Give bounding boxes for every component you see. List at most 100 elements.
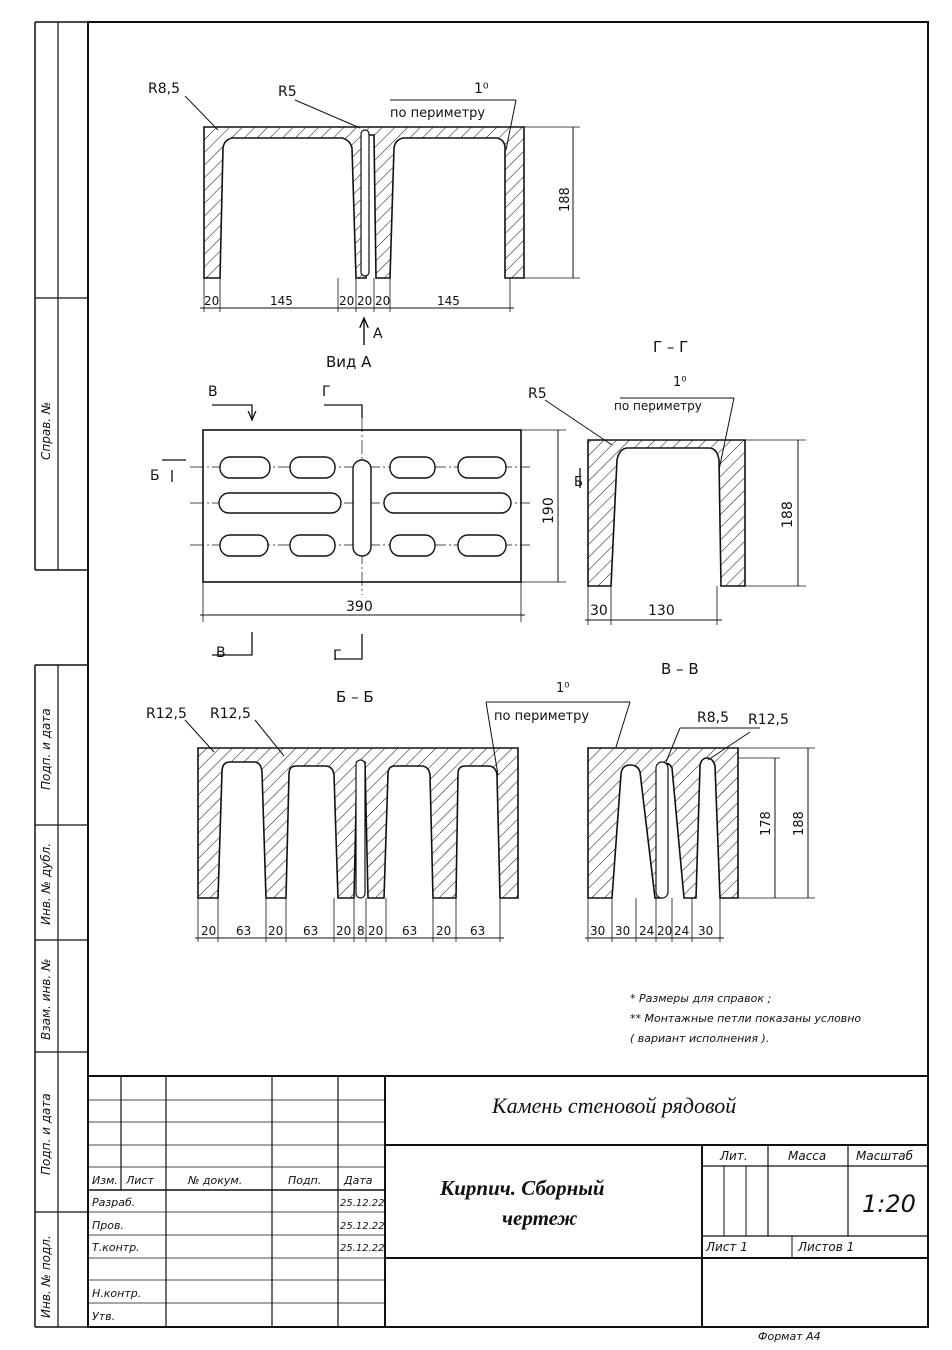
note-2: ** Монтажные петли показаны условно bbox=[630, 1012, 861, 1025]
scale-value: 1:20 bbox=[862, 1190, 916, 1218]
side-label-podp-1: Подп. и дата bbox=[39, 708, 53, 790]
gg-dim-30: 30 bbox=[590, 603, 608, 619]
front-dim-20c: 20 bbox=[357, 294, 372, 308]
col-header-list: Лист bbox=[125, 1174, 154, 1187]
row-date-tkontr: 25.12.22 bbox=[340, 1243, 385, 1254]
row-role-razrab: Разраб. bbox=[92, 1196, 135, 1209]
row-role-nkontr: Н.контр. bbox=[92, 1287, 141, 1300]
vv-height-dim: 188 bbox=[792, 811, 807, 836]
vv-dim-3: 24 bbox=[639, 924, 654, 938]
front-dim-145a: 145 bbox=[270, 294, 293, 308]
bb-dim-2: 63 bbox=[236, 924, 251, 938]
sheets-label: Листов 1 bbox=[797, 1240, 854, 1254]
notes: * Размеры для справок ; ** Монтажные пет… bbox=[630, 992, 861, 1045]
front-dim-20b: 20 bbox=[339, 294, 354, 308]
title-line-2: чертеж bbox=[502, 1206, 577, 1230]
format-label: Формат А4 bbox=[758, 1330, 821, 1343]
front-height-dim: 188 bbox=[558, 187, 573, 212]
plan-section-v-bottom: В bbox=[216, 645, 226, 661]
front-slope-perimeter: по периметру bbox=[390, 106, 485, 121]
sheet-frame bbox=[34, 21, 929, 1328]
doc-name: Камень стеновой рядовой bbox=[491, 1093, 736, 1118]
col-header-date: Дата bbox=[343, 1174, 373, 1187]
mass-label: Масса bbox=[788, 1149, 826, 1163]
col-header-docnum: № докум. bbox=[187, 1174, 242, 1187]
bb-dim-8: 63 bbox=[402, 924, 417, 938]
section-bb bbox=[184, 701, 631, 942]
row-role-prov: Пров. bbox=[92, 1219, 124, 1232]
vv-dim-6: 30 bbox=[698, 924, 713, 938]
title-line-1: Кирпич. Сборный bbox=[439, 1176, 605, 1200]
section-gg-title: Г – Г bbox=[653, 338, 688, 356]
front-dim-20d: 20 bbox=[375, 294, 390, 308]
vv-dim-4: 20 bbox=[657, 924, 672, 938]
bb-dim-7: 20 bbox=[368, 924, 383, 938]
bb-dim-10: 63 bbox=[470, 924, 485, 938]
side-label-inv-podl: Инв. № подл. bbox=[39, 1235, 53, 1318]
front-dim-145b: 145 bbox=[437, 294, 460, 308]
bb-slope-perimeter: по периметру bbox=[494, 709, 589, 724]
bb-dim-6: 8 bbox=[357, 924, 365, 938]
note-1: * Размеры для справок ; bbox=[630, 992, 771, 1005]
title-block bbox=[88, 1075, 928, 1327]
front-section bbox=[184, 95, 580, 345]
front-dim-20a: 20 bbox=[204, 294, 219, 308]
front-section-labels: R8,5 R5 1⁰ по периметру 188 20 145 20 20… bbox=[148, 81, 573, 342]
bb-radius-r125-right: R12,5 bbox=[210, 706, 251, 722]
gg-slope-perimeter: по периметру bbox=[614, 399, 702, 413]
section-vv bbox=[585, 727, 815, 942]
row-role-tkontr: Т.контр. bbox=[92, 1241, 140, 1254]
gg-dim-130: 130 bbox=[648, 603, 675, 619]
gg-section-b: Б bbox=[574, 475, 583, 490]
side-label-podp-2: Подп. и дата bbox=[39, 1093, 53, 1175]
vv-radius-r85: R8,5 bbox=[697, 710, 729, 726]
section-bb-labels: Б – Б R12,5 R12,5 1⁰ по периметру 20 63 … bbox=[146, 681, 589, 938]
scale-label: Масштаб bbox=[856, 1149, 914, 1163]
plan-view bbox=[162, 404, 566, 660]
plan-section-g-top: Г bbox=[322, 384, 331, 400]
col-header-podp: Подп. bbox=[288, 1174, 321, 1187]
bb-dim-1: 20 bbox=[201, 924, 216, 938]
vv-radius-r125: R12,5 bbox=[748, 712, 789, 728]
row-role-utv: Утв. bbox=[92, 1310, 115, 1323]
vv-dim-2: 30 bbox=[615, 924, 630, 938]
section-bb-title: Б – Б bbox=[336, 688, 374, 706]
gg-slope-degree: 1⁰ bbox=[673, 375, 686, 390]
front-slope-degree: 1⁰ bbox=[474, 81, 489, 97]
plan-title: Вид А bbox=[326, 353, 372, 371]
side-label-vzam: Взам. инв. № bbox=[39, 959, 53, 1040]
bb-radius-r125-left: R12,5 bbox=[146, 706, 187, 722]
section-gg bbox=[544, 397, 806, 625]
gg-radius-r5: R5 bbox=[528, 386, 547, 402]
side-label-sprav: Справ. № bbox=[39, 402, 53, 460]
view-arrow-label: А bbox=[373, 326, 383, 342]
plan-view-labels: Вид А В Г Б В Г 390 190 bbox=[150, 353, 557, 664]
frame-side-labels: Справ. № Подп. и дата Инв. № дубл. Взам.… bbox=[39, 402, 53, 1318]
bb-dim-3: 20 bbox=[268, 924, 283, 938]
bb-dim-5: 20 bbox=[336, 924, 351, 938]
row-date-prov: 25.12.22 bbox=[340, 1221, 385, 1232]
vv-dim-1: 30 bbox=[590, 924, 605, 938]
plan-section-v-top: В bbox=[208, 384, 218, 400]
plan-section-b: Б bbox=[150, 468, 160, 484]
bb-dim-4: 63 bbox=[303, 924, 318, 938]
plan-section-g-bottom: Г bbox=[333, 648, 342, 664]
section-vv-labels: В – В R8,5 R12,5 178 188 30 30 24 20 24 … bbox=[590, 660, 807, 938]
note-3: ( вариант исполнения ). bbox=[630, 1032, 769, 1045]
bb-slope-degree: 1⁰ bbox=[556, 681, 569, 696]
col-header-izm: Изм. bbox=[92, 1174, 118, 1187]
front-radius-r5: R5 bbox=[278, 84, 297, 100]
lit-label: Лит. bbox=[719, 1149, 748, 1163]
front-radius-r85: R8,5 bbox=[148, 81, 180, 97]
side-label-inv-dubl: Инв. № дубл. bbox=[39, 843, 53, 925]
row-date-razrab: 25.12.22 bbox=[340, 1198, 385, 1209]
gg-height-dim: 188 bbox=[780, 501, 796, 528]
plan-height-dim: 190 bbox=[541, 497, 557, 524]
title-block-text: Камень стеновой рядовой Кирпич. Сборный … bbox=[92, 1093, 916, 1323]
plan-width-dim: 390 bbox=[346, 599, 373, 615]
vv-inner-height-dim: 178 bbox=[759, 811, 774, 836]
section-gg-labels: Г – Г R5 1⁰ по периметру Б 188 30 130 bbox=[528, 338, 796, 619]
bb-dim-9: 20 bbox=[436, 924, 451, 938]
section-vv-title: В – В bbox=[661, 660, 699, 678]
vv-dim-5: 24 bbox=[674, 924, 689, 938]
